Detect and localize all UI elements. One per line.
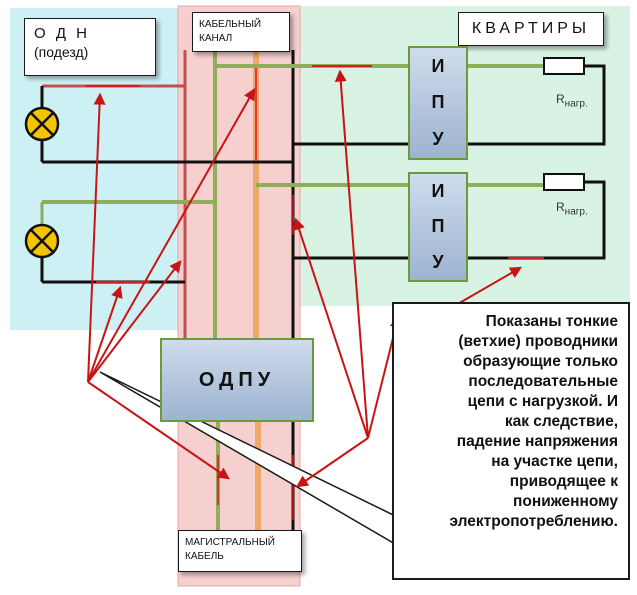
arrows-left-group [87, 87, 256, 480]
lamp-bottom-icon [24, 223, 60, 259]
main-cable-label: МАГИСТРАЛЬНЫЙ КАБЕЛЬ [178, 530, 302, 572]
note-line: на участке цепи, [491, 453, 618, 470]
note-line: как следствие, [504, 413, 618, 430]
resistor-2 [543, 173, 585, 191]
odn-label: О Д Н (подезд) [24, 18, 156, 76]
odn-label-subtitle: (подезд) [34, 44, 89, 60]
note-line: Показаны тонкие [485, 313, 618, 330]
note-line: цепи с нагрузкой. И [467, 393, 618, 410]
note-line: электропотреблению. [449, 513, 618, 530]
resistor-2-label: Rнагр. [556, 200, 588, 217]
note-line: образующие только [463, 353, 618, 370]
apartments-label: КВАРТИРЫ [458, 12, 604, 46]
note-line: приводящее к [509, 473, 618, 490]
resistor-2-symbol: R [556, 200, 565, 214]
ipu1-letter-1: И [431, 55, 445, 76]
ipu2-letter-1: И [431, 181, 445, 202]
ipu2-letter-2: П [431, 216, 445, 237]
cable-channel-zone [177, 5, 301, 587]
note-line: последовательные [468, 373, 618, 390]
resistor-1 [543, 57, 585, 75]
apt1-return [468, 64, 606, 146]
resistor-1-label: Rнагр. [556, 92, 588, 109]
odn-label-title: О Д Н [34, 25, 90, 42]
note-line: падение напряжения [456, 433, 618, 450]
ipu1-letter-2: П [431, 92, 445, 113]
note-line: (ветхие) проводники [458, 333, 618, 350]
ipu1-letter-3: У [432, 129, 444, 150]
explanation-note: Показаны тонкие (ветхие) проводники обра… [392, 302, 630, 580]
resistor-1-symbol: R [556, 92, 565, 106]
resistor-1-subscript: нагр. [564, 98, 588, 110]
ipu-meter-1: И П У [408, 46, 468, 160]
note-line: пониженному [513, 493, 618, 510]
cable-channel-label: КАБЕЛЬНЫЙ КАНАЛ [192, 12, 290, 52]
lamp-top-icon [24, 106, 60, 142]
ipu-meter-2: И П У [408, 172, 468, 282]
odpu-meter: ОДПУ [160, 338, 314, 422]
ipu2-letter-3: У [432, 251, 444, 272]
resistor-2-subscript: нагр. [564, 206, 588, 218]
